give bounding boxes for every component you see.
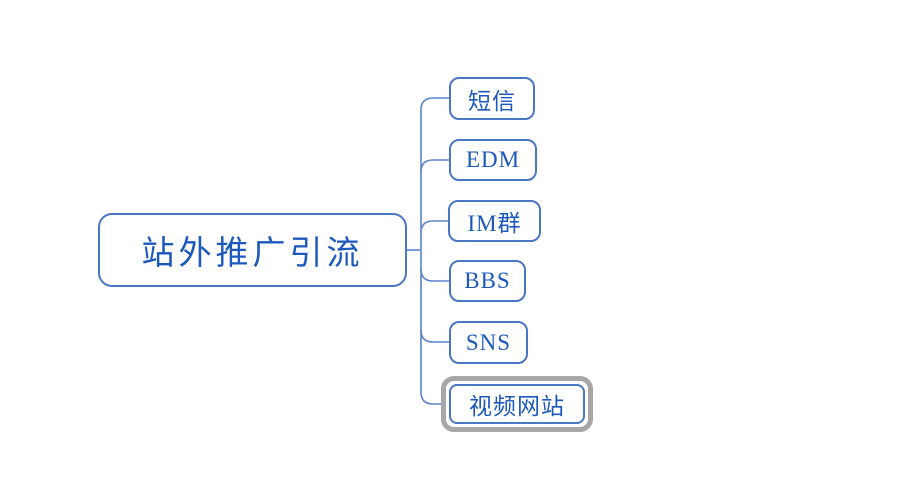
- node-label: BBS: [464, 268, 511, 293]
- node-label: EDM: [465, 147, 521, 172]
- mindmap-node-im-qun[interactable]: IM群: [448, 200, 541, 242]
- connector-branch-sns: [420, 329, 449, 343]
- node-label: 站外推广引流: [141, 236, 364, 272]
- mindmap-node-edm[interactable]: EDM: [449, 139, 537, 181]
- connector-branch-bbs: [420, 268, 449, 282]
- node-label: IM群: [467, 211, 522, 236]
- mindmap-node-sns[interactable]: SNS: [449, 321, 528, 364]
- connector-branch-im-qun: [420, 220, 448, 234]
- mindmap-node-bbs[interactable]: BBS: [449, 260, 526, 302]
- node-label: 短信: [468, 88, 516, 114]
- selection-ring: 视频网站: [441, 376, 593, 432]
- node-label: 视频网站: [469, 394, 565, 419]
- node-label: SNS: [465, 329, 512, 355]
- connector-trunk: [420, 97, 449, 405]
- mindmap-node-sms[interactable]: 短信: [449, 77, 535, 120]
- mindmap-node-root[interactable]: 站外推广引流: [98, 213, 407, 287]
- connector-branch-edm: [420, 159, 449, 173]
- mindmap-node-video-sites[interactable]: 视频网站: [449, 384, 585, 424]
